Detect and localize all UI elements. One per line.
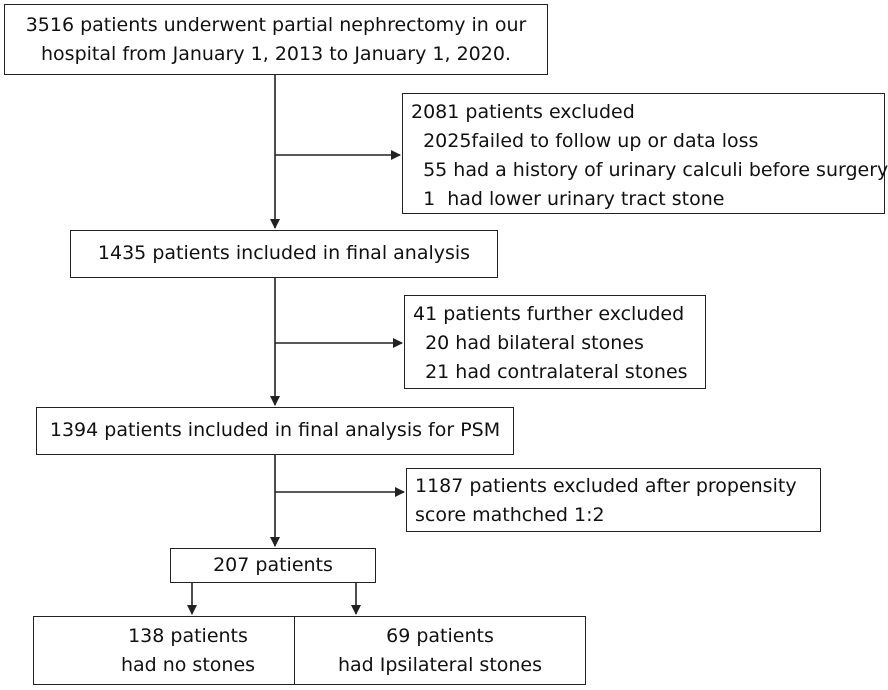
- group-no-stones-box: 138 patients had no stones: [33, 616, 343, 685]
- included-box-2: 1394 patients included in final analysis…: [36, 407, 514, 455]
- matched-box: 207 patients: [170, 548, 376, 583]
- exclusion2-item: 20 had bilateral stones: [413, 332, 644, 354]
- exclusion1-item: 1 had lower urinary tract stone: [411, 188, 725, 210]
- group-ipsilateral-box: 69 patients had Ipsilateral stones: [294, 616, 586, 685]
- exclusion3-line-2: score mathched 1:2: [415, 504, 605, 526]
- matched-text: 207 patients: [213, 554, 333, 576]
- group-ipsilateral-line-2: had Ipsilateral stones: [337, 654, 543, 676]
- group-no-stones-line-2: had no stones: [120, 654, 256, 676]
- included1-text: 1435 patients included in final analysis: [97, 242, 471, 264]
- group-no-stones-line-1: 138 patients: [128, 625, 248, 647]
- start-line-1: 3516 patients underwent partial nephrect…: [25, 14, 527, 36]
- start-box: 3516 patients underwent partial nephrect…: [4, 4, 548, 75]
- exclusion2-heading: 41 patients further excluded: [413, 303, 685, 325]
- exclusion3-line-1: 1187 patients excluded after propensity: [415, 475, 797, 497]
- included2-text: 1394 patients included in final analysis…: [49, 419, 501, 441]
- exclusion-box-2: 41 patients further excluded 20 had bila…: [404, 295, 706, 389]
- exclusion-box-3: 1187 patients excluded after propensity …: [406, 468, 821, 532]
- exclusion1-item: 2025failed to follow up or data loss: [411, 130, 759, 152]
- group-ipsilateral-line-1: 69 patients: [386, 625, 494, 647]
- exclusion-box-1: 2081 patients excluded 2025failed to fol…: [402, 93, 888, 214]
- start-line-2: hospital from January 1, 2013 to January…: [41, 43, 511, 65]
- included-box-1: 1435 patients included in final analysis: [70, 230, 498, 278]
- exclusion1-heading: 2081 patients excluded: [411, 101, 635, 123]
- exclusion1-item: 55 had a history of urinary calculi befo…: [411, 159, 888, 181]
- exclusion2-item: 21 had contralateral stones: [413, 361, 688, 383]
